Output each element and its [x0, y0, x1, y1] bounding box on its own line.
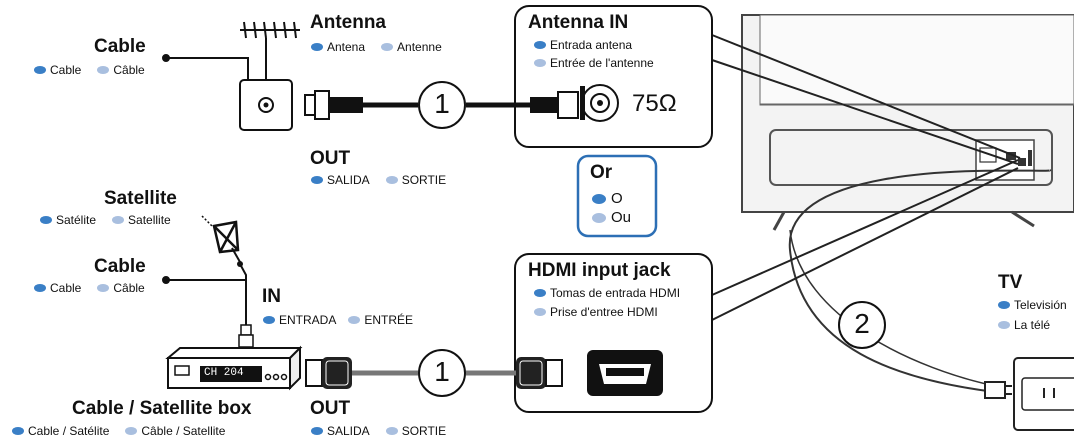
wall-socket: [239, 79, 293, 131]
cable-top-title: Cable: [94, 36, 146, 57]
satellite-translations: Satélite Satellite: [40, 213, 171, 227]
cable-top-es: Cable: [50, 63, 82, 77]
box-display: CH 204: [204, 367, 244, 379]
or-es-row: O: [592, 190, 623, 207]
or-fr-row: Ou: [592, 209, 631, 226]
hdmi-es-row: Tomas de entrada HDMI: [534, 286, 680, 300]
step-1-bottom-circle: [418, 349, 466, 397]
antenna-fr: Antenne: [397, 40, 442, 54]
spanish-dot-icon: [263, 316, 275, 324]
hdmi-title: HDMI input jack: [528, 260, 671, 281]
box-out-fr: SORTIE: [401, 424, 447, 438]
box-translations: Cable / Satélite Câble / Satellite: [12, 424, 225, 438]
box-out-translations: SALIDA SORTIE: [311, 424, 446, 438]
antenna-in-title: Antenna IN: [528, 12, 629, 33]
french-dot-icon: [125, 427, 138, 435]
spanish-dot-icon: [534, 41, 546, 49]
french-dot-icon: [112, 216, 125, 224]
tv-title: TV: [998, 272, 1023, 293]
spanish-dot-icon: [311, 176, 323, 184]
or-es: O: [611, 190, 623, 207]
step-1-bottom-label: 1: [434, 356, 450, 387]
french-dot-icon: [381, 43, 394, 51]
french-dot-icon: [348, 316, 361, 324]
spanish-dot-icon: [34, 284, 46, 292]
french-dot-icon: [534, 308, 546, 316]
tv-fr: La télé: [1014, 318, 1051, 332]
impedance-label: 75Ω: [632, 90, 677, 117]
antenna-in-es: Entrada antena: [550, 38, 633, 52]
hdmi-es: Tomas de entrada HDMI: [550, 286, 681, 300]
antenna-out-title: OUT: [310, 148, 351, 169]
antenna-in-fr-row: Entrée de l'antenne: [534, 56, 654, 70]
hdmi-callout: [514, 253, 713, 413]
antenna-translations: Antena Antenne: [311, 40, 442, 54]
antenna-es: Antena: [327, 40, 366, 54]
step-1-top-circle: [418, 81, 466, 129]
box-out-es: SALIDA: [327, 424, 370, 438]
hdmi-fr: Prise d'entree HDMI: [550, 305, 658, 319]
antenna-out-translations: SALIDA SORTIE: [311, 173, 446, 187]
cable-top-translations: Cable Câble: [34, 63, 145, 77]
tv-es-row: Televisión: [998, 298, 1067, 312]
spanish-dot-icon: [998, 301, 1010, 309]
tv-fr-row: La télé: [998, 318, 1050, 332]
french-dot-icon: [592, 212, 606, 223]
french-dot-icon: [385, 427, 398, 435]
cable-mid-title: Cable: [94, 256, 146, 277]
spanish-dot-icon: [40, 216, 52, 224]
antenna-title: Antenna: [310, 12, 386, 33]
spanish-dot-icon: [12, 427, 24, 435]
antenna-in-es-row: Entrada antena: [534, 38, 632, 52]
or-title: Or: [590, 162, 613, 183]
hdmi-fr-row: Prise d'entree HDMI: [534, 305, 658, 319]
satellite-es: Satélite: [56, 213, 97, 227]
step-1-top-label: 1: [434, 88, 450, 119]
cable-line-mid: [162, 263, 247, 325]
step-2-label: 2: [854, 308, 870, 339]
or-fr: Ou: [611, 209, 632, 226]
coax-cable: [304, 90, 579, 120]
antenna-out-es: SALIDA: [327, 173, 370, 187]
box-in-translations: ENTRADA ENTRÉE: [263, 313, 413, 327]
antenna-out-fr: SORTIE: [401, 173, 447, 187]
satellite-title: Satellite: [104, 188, 177, 209]
box-fr: Câble / Satellite: [141, 424, 226, 438]
cable-line-top: [162, 54, 249, 82]
box-es: Cable / Satélite: [28, 424, 110, 438]
callout-lines: [711, 34, 1021, 321]
box-in-fr: ENTRÉE: [364, 313, 414, 327]
wall-outlet: [1013, 357, 1074, 431]
spanish-dot-icon: [311, 427, 323, 435]
spanish-dot-icon: [534, 289, 546, 297]
cable-top-fr: Câble: [113, 63, 145, 77]
spanish-dot-icon: [311, 43, 323, 51]
french-dot-icon: [385, 176, 398, 184]
cable-mid-translations: Cable Câble: [34, 281, 145, 295]
antenna-illustration: [240, 21, 300, 82]
cable-mid-fr: Câble: [113, 281, 145, 295]
cable-mid-es: Cable: [50, 281, 82, 295]
hdmi-cable: [305, 357, 563, 389]
antenna-in-fr: Entrée de l'antenne: [550, 56, 654, 70]
box-title: Cable / Satellite box: [72, 398, 252, 419]
box-connector: [238, 324, 254, 348]
box-in-title: IN: [262, 286, 281, 307]
tv-back-illustration: [741, 14, 1074, 231]
box-in-es: ENTRADA: [279, 313, 337, 327]
french-dot-icon: [534, 59, 546, 67]
spanish-dot-icon: [34, 66, 46, 74]
french-dot-icon: [998, 321, 1010, 329]
step-2-circle: [838, 301, 886, 349]
cable-satellite-box: [165, 345, 303, 391]
french-dot-icon: [97, 66, 110, 74]
box-out-title: OUT: [310, 398, 351, 419]
satellite-fr: Satellite: [128, 213, 171, 227]
french-dot-icon: [97, 284, 110, 292]
spanish-dot-icon: [592, 193, 606, 204]
satellite-dish-icon: [201, 215, 243, 267]
tv-es: Televisión: [1014, 298, 1067, 312]
